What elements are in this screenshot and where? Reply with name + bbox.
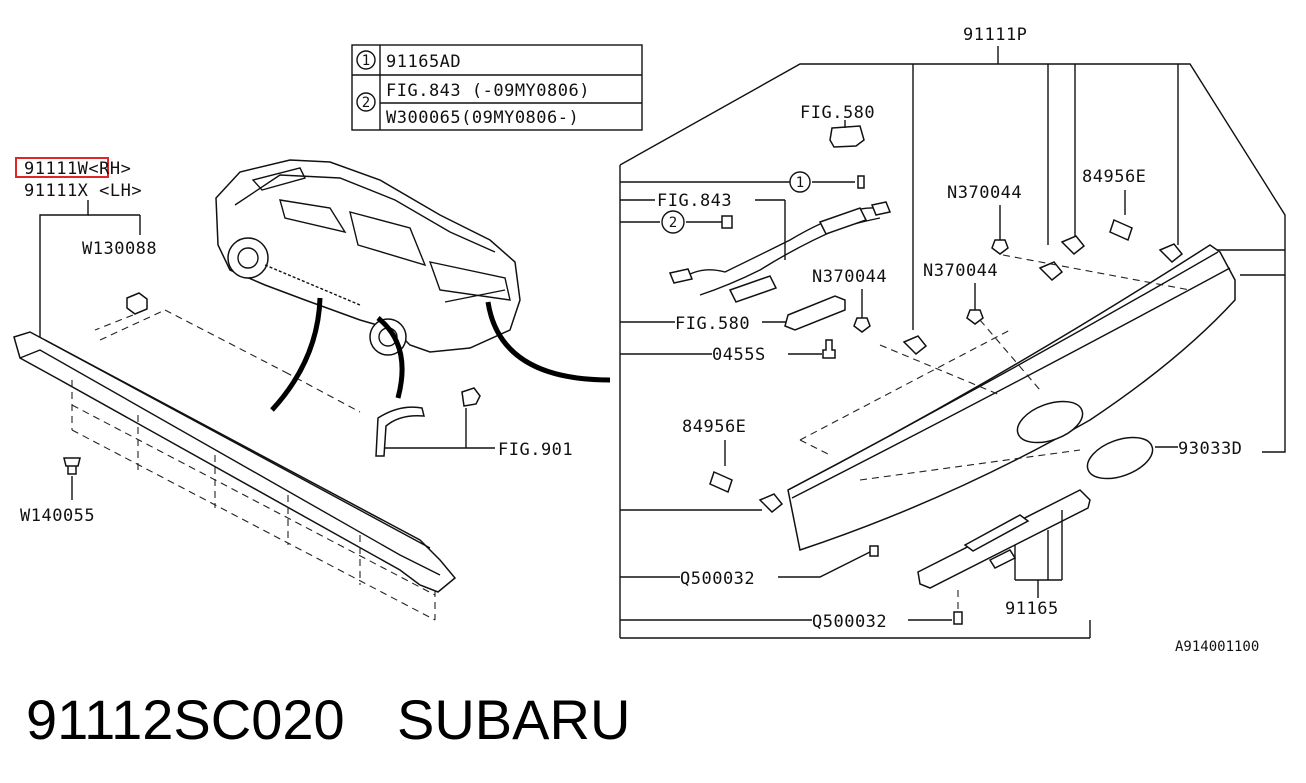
label-ref-code: A914001100 bbox=[1175, 639, 1259, 655]
label-q500032-b[interactable]: Q500032 bbox=[812, 612, 887, 632]
label-q500032-a[interactable]: Q500032 bbox=[680, 569, 755, 589]
label-fig580-top[interactable]: FIG.580 bbox=[800, 103, 875, 123]
clip-w140055 bbox=[63, 457, 81, 475]
legend-table: 1 2 91165AD FIG.843 (-09MY0806) W300065(… bbox=[351, 44, 643, 131]
rear-garnish-assembly: 91111P FIG.580 1 FIG.843 2 bbox=[619, 25, 1286, 655]
label-w130088[interactable]: W130088 bbox=[82, 239, 157, 259]
wheel-arch-molding bbox=[375, 406, 425, 457]
label-n370044-b[interactable]: N370044 bbox=[812, 267, 887, 287]
label-fig580-mid[interactable]: FIG.580 bbox=[675, 314, 750, 334]
callout-2: 2 bbox=[669, 215, 677, 231]
label-w140055[interactable]: W140055 bbox=[20, 506, 95, 526]
side-molding-assembly: 91111W<RH> 91111X <LH> W130088 W140055 bbox=[13, 157, 457, 621]
emblem-recess bbox=[1016, 400, 1084, 444]
rear-gate-garnish bbox=[787, 244, 1236, 551]
label-93033d[interactable]: 93033D bbox=[1178, 439, 1242, 459]
label-91165[interactable]: 91165 bbox=[1005, 599, 1059, 619]
label-fig901[interactable]: FIG.901 bbox=[498, 440, 573, 460]
callout-1: 1 bbox=[796, 175, 804, 191]
fender-clip bbox=[461, 387, 481, 407]
legend-row-3: W300065(09MY0806-) bbox=[386, 108, 579, 128]
side-molding bbox=[13, 331, 457, 593]
label-91111w-rh[interactable]: 91111W<RH> bbox=[24, 159, 131, 179]
clip-w130088 bbox=[126, 292, 148, 315]
legend-row-1: 91165AD bbox=[386, 52, 461, 72]
lamp-cover-top bbox=[829, 125, 865, 148]
legend-row-2: FIG.843 (-09MY0806) bbox=[386, 81, 590, 101]
label-n370044-c[interactable]: N370044 bbox=[923, 261, 998, 281]
legend-num-1: 1 bbox=[362, 53, 370, 69]
highlight-box bbox=[15, 157, 109, 178]
label-91111x-lh[interactable]: 91111X <LH> bbox=[24, 181, 142, 201]
label-0455s[interactable]: 0455S bbox=[712, 345, 766, 365]
legend-num-2: 2 bbox=[362, 95, 370, 111]
vehicle-illustration: FIG.901 bbox=[215, 159, 611, 460]
emblem bbox=[1086, 436, 1154, 480]
label-84956e-top[interactable]: 84956E bbox=[1082, 167, 1146, 187]
label-n370044-a[interactable]: N370044 bbox=[947, 183, 1022, 203]
footer-part-number: 91112SC020 bbox=[26, 688, 345, 751]
footer-brand: SUBARU bbox=[397, 688, 630, 751]
lamp-housing bbox=[784, 295, 846, 331]
license-lamp-bracket bbox=[917, 489, 1091, 589]
label-fig843[interactable]: FIG.843 bbox=[657, 191, 732, 211]
label-84956e-bottom[interactable]: 84956E bbox=[682, 417, 746, 437]
label-91111p[interactable]: 91111P bbox=[963, 25, 1027, 45]
